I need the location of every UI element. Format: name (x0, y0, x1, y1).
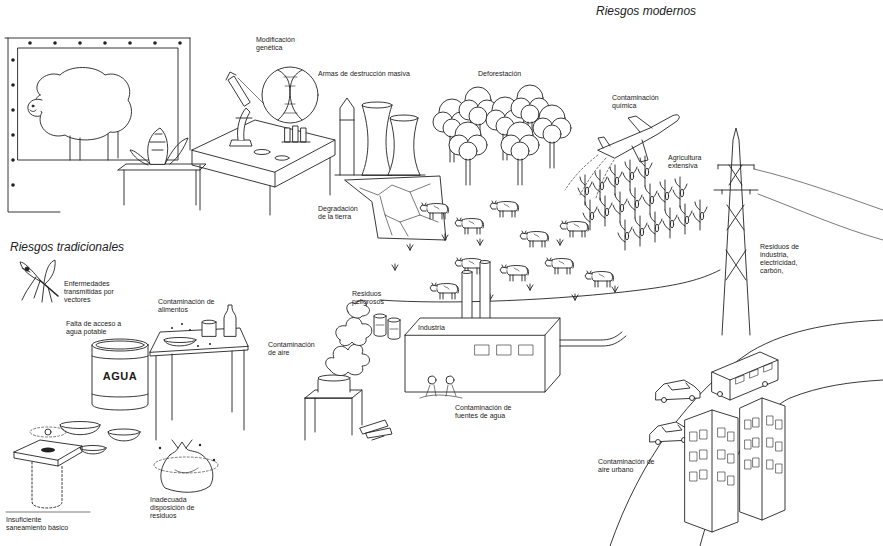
callout-label: Deforestación (478, 70, 521, 78)
callout-label: Residuos de industria, electricidad, car… (760, 243, 810, 275)
section-heading: Riesgos modernos (596, 5, 696, 19)
callout-label: Agricultura extensiva (668, 154, 714, 170)
callout-label: Industria (418, 324, 445, 332)
callout-label: Armas de destrucción masiva (318, 70, 410, 78)
callout-label: Modificación genética (256, 36, 304, 52)
callout-label: Degradación de la tierra (318, 205, 364, 221)
callout-label: Residuos peligrosos (352, 290, 392, 306)
callout-label: Enfermedades transmitidas por vectores (64, 280, 114, 304)
section-heading: Riesgos tradicionales (10, 241, 124, 255)
tank-label: AGUA (103, 370, 137, 383)
callout-label: Contaminación de aire (268, 341, 320, 357)
callout-label: Contaminación de aire urbano (598, 458, 660, 474)
callout-label: Insuficiente saneamiento básico (6, 516, 76, 532)
callout-label: Contaminación de alimentos (158, 298, 220, 314)
callout-label: Contaminación de fuentes de agua (455, 404, 535, 420)
callout-label: Falta de acceso a agua potable (66, 320, 124, 336)
callout-label: Contaminación química (612, 94, 664, 110)
callout-label: Inadecuada disposición de residuos (150, 496, 202, 520)
